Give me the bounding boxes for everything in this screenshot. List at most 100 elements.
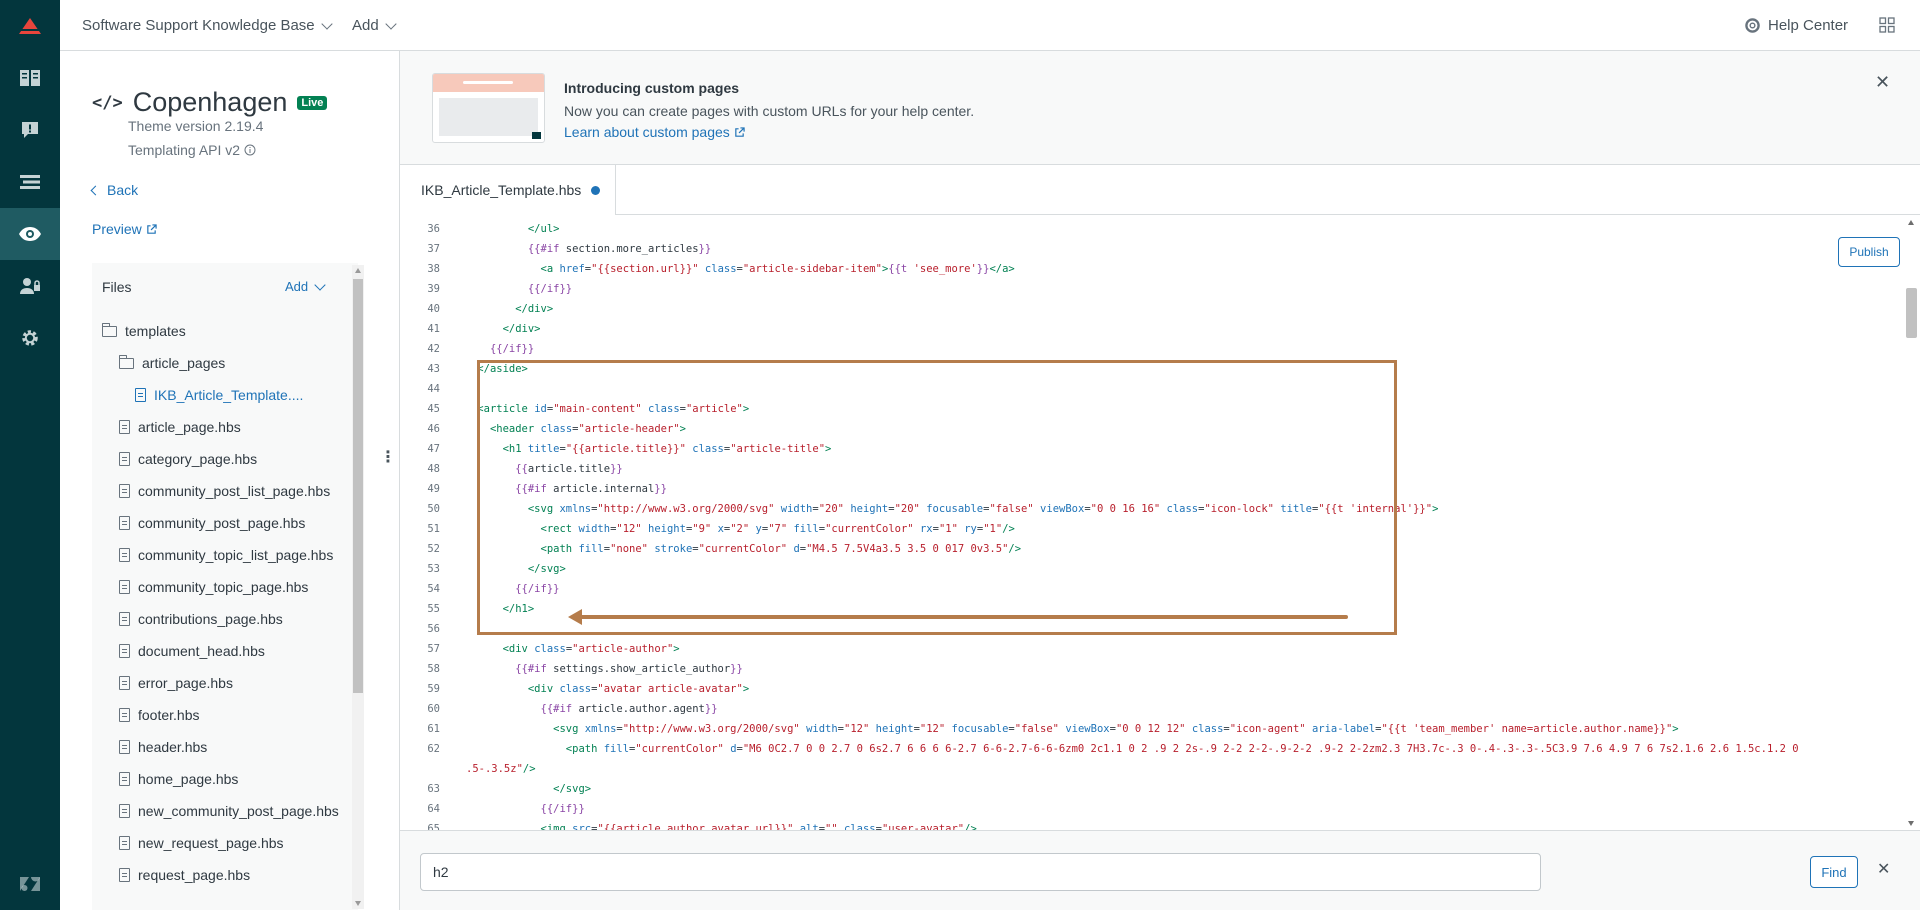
close-icon[interactable]: ✕ bbox=[1875, 72, 1891, 92]
code-text: <rect width="12" height="9" x="2" y="7" … bbox=[540, 523, 1015, 535]
file-ikb-article-template[interactable]: IKB_Article_Template.... bbox=[135, 381, 303, 409]
publish-button[interactable]: Publish bbox=[1838, 237, 1900, 267]
arrow-left-icon bbox=[568, 609, 582, 625]
file-item[interactable]: new_request_page.hbs bbox=[119, 829, 284, 857]
line-number: 40 bbox=[427, 303, 440, 315]
file-item[interactable]: category_page.hbs bbox=[119, 445, 257, 473]
code-text: </div> bbox=[515, 303, 554, 315]
file-item[interactable]: error_page.hbs bbox=[119, 669, 233, 697]
scrollbar-thumb[interactable] bbox=[1906, 288, 1917, 338]
editor-scrollbar[interactable] bbox=[1903, 216, 1920, 830]
scrollbar-thumb[interactable] bbox=[353, 279, 363, 693]
annotation-box bbox=[477, 360, 1397, 635]
file-item[interactable]: document_head.hbs bbox=[119, 637, 265, 665]
files-add-button[interactable]: Add bbox=[285, 278, 326, 294]
close-icon[interactable]: ✕ bbox=[1877, 861, 1891, 878]
file-label: community_topic_page.hbs bbox=[138, 579, 309, 595]
scroll-down-icon[interactable] bbox=[355, 901, 361, 906]
file-item[interactable]: community_topic_list_page.hbs bbox=[119, 541, 333, 569]
code-text: <header class="article-header"> bbox=[489, 423, 686, 435]
help-center-label: Help Center bbox=[1768, 17, 1849, 34]
file-item[interactable]: header.hbs bbox=[119, 733, 207, 761]
file-item[interactable]: contributions_page.hbs bbox=[119, 605, 283, 633]
file-item[interactable]: footer.hbs bbox=[119, 701, 200, 729]
brand-switcher[interactable]: Software Support Knowledge Base bbox=[82, 17, 333, 34]
code-text: </svg> bbox=[527, 563, 566, 575]
code-text: </svg> bbox=[553, 783, 592, 795]
code-text: <svg xmlns="http://www.w3.org/2000/svg" … bbox=[553, 723, 1679, 735]
preview-link[interactable]: Preview bbox=[92, 221, 157, 237]
apps-grid-icon[interactable] bbox=[1879, 17, 1895, 36]
editor-tabs: IKB_Article_Template.hbs bbox=[400, 165, 1920, 215]
banner-description: Now you can create pages with custom URL… bbox=[564, 103, 975, 119]
line-number: 53 bbox=[427, 563, 440, 575]
file-label: document_head.hbs bbox=[138, 643, 265, 659]
arrange-icon[interactable] bbox=[0, 156, 60, 208]
code-line: 46 <header class="article-header"> bbox=[400, 419, 686, 439]
file-label: templates bbox=[125, 323, 186, 339]
file-icon bbox=[119, 516, 130, 530]
file-item[interactable]: community_post_page.hbs bbox=[119, 509, 305, 537]
line-number: 37 bbox=[427, 243, 440, 255]
line-number: 48 bbox=[427, 463, 440, 475]
code-line: 40 </div> bbox=[400, 299, 553, 319]
line-number: 45 bbox=[427, 403, 440, 415]
file-label: error_page.hbs bbox=[138, 675, 233, 691]
custom-pages-banner: Introducing custom pages Now you can cre… bbox=[400, 51, 1920, 165]
line-number: 52 bbox=[427, 543, 440, 555]
files-scrollbar[interactable] bbox=[352, 265, 364, 909]
file-item[interactable]: new_community_post_page.hbs bbox=[119, 797, 339, 825]
file-item[interactable]: home_page.hbs bbox=[119, 765, 238, 793]
add-menu-button[interactable]: Add bbox=[352, 17, 397, 34]
templating-api: Templating API v2 bbox=[128, 142, 256, 158]
kebab-icon[interactable]: ⋮ bbox=[380, 449, 396, 466]
back-link[interactable]: Back bbox=[90, 182, 138, 198]
file-item[interactable]: community_post_list_page.hbs bbox=[119, 477, 330, 505]
banner-learn-link[interactable]: Learn about custom pages bbox=[564, 124, 745, 140]
code-text: </aside> bbox=[477, 363, 528, 375]
code-icon: </> bbox=[92, 92, 123, 113]
live-badge: Live bbox=[297, 95, 328, 110]
help-center-link[interactable]: Help Center bbox=[1745, 17, 1848, 34]
tab-ikb-article-template[interactable]: IKB_Article_Template.hbs bbox=[400, 165, 616, 215]
scroll-up-icon[interactable] bbox=[1908, 220, 1914, 225]
code-line: 39 {{/if}} bbox=[400, 279, 572, 299]
code-line: 44 bbox=[400, 379, 452, 399]
scroll-up-icon[interactable] bbox=[355, 268, 361, 273]
file-item[interactable]: article_page.hbs bbox=[119, 413, 241, 441]
file-item[interactable]: request_page.hbs bbox=[119, 861, 250, 889]
scroll-down-icon[interactable] bbox=[1908, 821, 1914, 826]
find-input[interactable]: h2 bbox=[420, 853, 1541, 891]
code-text: </ul> bbox=[527, 223, 560, 235]
code-text: <svg xmlns="http://www.w3.org/2000/svg" … bbox=[527, 503, 1439, 515]
find-button[interactable]: Find bbox=[1810, 856, 1858, 888]
zendesk-z-icon[interactable] bbox=[0, 858, 60, 910]
file-item[interactable]: community_topic_page.hbs bbox=[119, 573, 308, 601]
code-text: <div class="avatar article-avatar"> bbox=[527, 683, 750, 695]
code-editor[interactable]: 36 </ul>37 {{#if section.more_articles}}… bbox=[400, 216, 1920, 830]
line-number: 36 bbox=[427, 223, 440, 235]
alert-icon[interactable] bbox=[0, 104, 60, 156]
code-line: 55 </h1> bbox=[400, 599, 534, 619]
zendesk-logo-icon[interactable] bbox=[0, 0, 60, 52]
code-line: 50 <svg xmlns="http://www.w3.org/2000/sv… bbox=[400, 499, 1438, 519]
eye-icon[interactable] bbox=[0, 208, 60, 260]
code-line: 60 {{#if article.author.agent}} bbox=[400, 699, 717, 719]
user-permissions-icon[interactable] bbox=[0, 260, 60, 312]
folder-templates[interactable]: templates bbox=[102, 317, 186, 345]
info-icon[interactable] bbox=[244, 144, 256, 156]
code-line: 42 {{/if}} bbox=[400, 339, 534, 359]
code-line: 61 <svg xmlns="http://www.w3.org/2000/sv… bbox=[400, 719, 1679, 739]
line-number: 44 bbox=[427, 383, 440, 395]
banner-illustration bbox=[432, 73, 545, 143]
file-icon bbox=[119, 548, 130, 562]
guide-icon[interactable] bbox=[0, 52, 60, 104]
find-bar: h2 Find ✕ bbox=[400, 830, 1920, 910]
settings-icon[interactable] bbox=[0, 312, 60, 364]
preview-label: Preview bbox=[92, 221, 142, 237]
files-panel: Files Add templates article_pages IKB_Ar… bbox=[92, 263, 358, 910]
banner-title: Introducing custom pages bbox=[564, 80, 740, 96]
code-line: 43 </aside> bbox=[400, 359, 528, 379]
folder-article-pages[interactable]: article_pages bbox=[119, 349, 225, 377]
chevron-down-icon bbox=[385, 17, 397, 30]
